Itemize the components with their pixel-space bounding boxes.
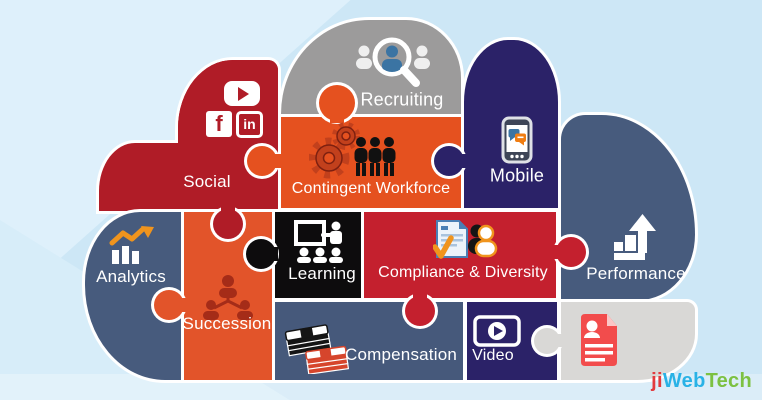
gears-workforce-icon xyxy=(309,122,396,179)
contingent-workforce-label: Contingent Workforce xyxy=(291,180,451,197)
logo-part-tech: Tech xyxy=(705,370,752,392)
mobile-phone-chat-icon xyxy=(501,116,533,164)
compliance-diversity-label: Compliance & Diversity xyxy=(378,264,548,281)
video-label: Video xyxy=(472,347,514,364)
puzzle-neck xyxy=(330,101,344,123)
analytics-chart-icon xyxy=(109,226,154,264)
puzzle-neck xyxy=(259,247,278,261)
succession-label: Succession xyxy=(182,314,272,333)
recruiting-search-people-icon xyxy=(356,37,430,87)
recruiting-label: Recruiting xyxy=(360,89,444,110)
facebook-icon: f xyxy=(206,111,232,137)
analytics-label: Analytics xyxy=(96,267,166,286)
performance-label: Performance xyxy=(586,264,686,283)
learning-label: Learning xyxy=(288,264,356,283)
puzzle-neck xyxy=(545,334,564,347)
puzzle-neck xyxy=(260,154,284,168)
compensation-money-icon xyxy=(284,324,350,374)
puzzle-neck xyxy=(167,298,187,312)
performance-growth-icon xyxy=(614,214,656,260)
puzzle-neck xyxy=(447,154,467,168)
logo-part-web: Web xyxy=(662,370,706,392)
compliance-document-people-icon xyxy=(433,220,498,259)
succession-orgchart-icon xyxy=(203,275,253,320)
youtube-icon xyxy=(224,81,260,106)
puzzle-neck xyxy=(547,245,569,259)
puzzle-neck xyxy=(413,290,427,312)
compensation-label: Compensation xyxy=(344,345,458,364)
logo-part-ji: ji xyxy=(651,370,663,392)
piece-contingent-workforce xyxy=(281,117,461,208)
learning-presentation-icon xyxy=(294,220,343,263)
puzzle-neck xyxy=(221,202,235,226)
social-label: Social xyxy=(183,172,231,191)
jiwebtech-logo: jiWebTech xyxy=(651,370,752,393)
resume-document-icon xyxy=(581,314,617,366)
linkedin-icon: in xyxy=(236,111,263,138)
mobile-label: Mobile xyxy=(489,165,545,186)
video-player-icon xyxy=(473,315,521,347)
